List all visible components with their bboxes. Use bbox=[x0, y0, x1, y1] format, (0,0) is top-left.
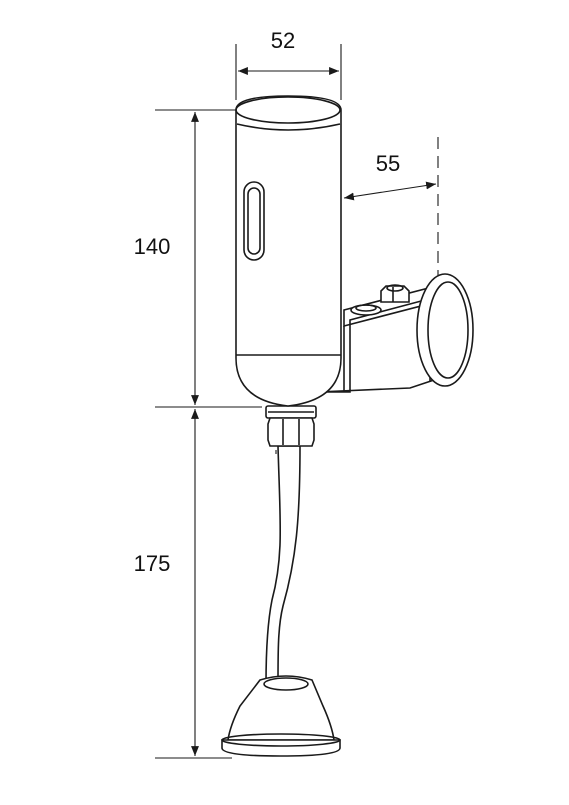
dimension-label-pipe-height: 175 bbox=[134, 551, 171, 576]
wall-bracket bbox=[317, 273, 474, 393]
floor-bell bbox=[221, 675, 341, 757]
dimension-label-body-height: 140 bbox=[134, 234, 171, 259]
coupling-nut bbox=[265, 405, 317, 447]
sensor-window bbox=[243, 181, 265, 261]
dimension-top-width: 52 bbox=[235, 28, 342, 100]
dimension-wall-offset: 55 bbox=[343, 137, 439, 285]
dimension-label-top-width: 52 bbox=[271, 28, 295, 53]
sensor-body bbox=[235, 95, 342, 407]
pipe bbox=[265, 445, 301, 685]
dimension-label-wall-offset: 55 bbox=[376, 151, 400, 176]
dimension-pipe-height: 175 bbox=[134, 409, 232, 759]
